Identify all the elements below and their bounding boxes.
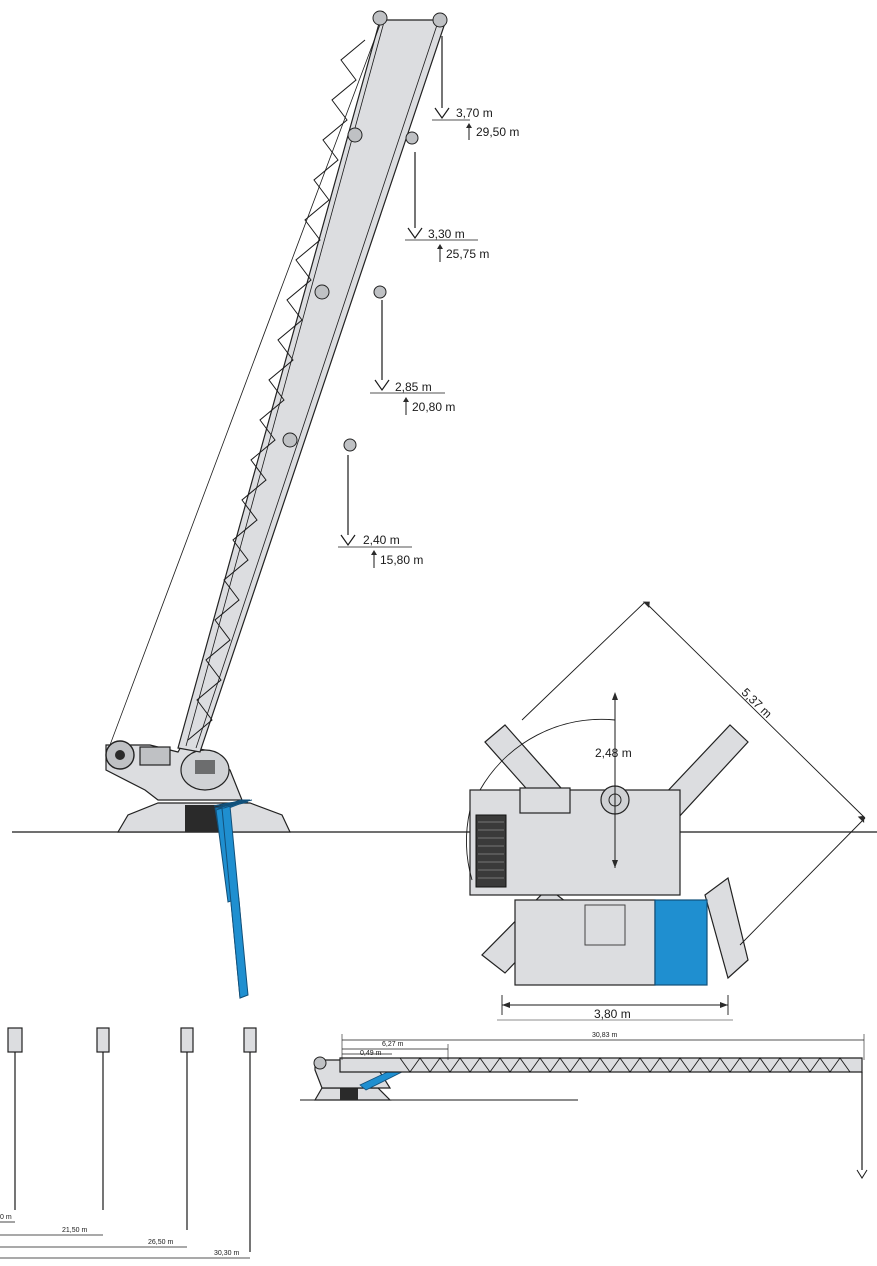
hook-4-height: 15,80 m [380, 553, 423, 567]
small-hook-2 [96, 1027, 110, 1210]
hook-4-radius: 2,40 m [363, 533, 400, 547]
cut-label: 0 m [0, 1214, 12, 1221]
hook-block-3 [370, 300, 445, 394]
section-length: 6,27 m [382, 1041, 404, 1048]
side-view-crane [105, 19, 447, 902]
blue-cylinder-barrel [221, 805, 249, 999]
top-view-radius: 2,48 m [595, 746, 632, 760]
blue-cylinder-real [213, 799, 251, 807]
overall-length: 30,83 m [592, 1032, 617, 1039]
bottom-left-hooks: 0 m 21,50 m 26,50 m 30,30 m [0, 1027, 257, 1259]
hook-block-2 [405, 152, 478, 241]
hook-2-height: 25,75 m [446, 247, 489, 261]
span-26-50: 26,50 m [148, 1239, 173, 1246]
hook-block-4 [338, 455, 412, 548]
small-hook-1 [7, 1027, 23, 1210]
top-view-crane: 2,48 m 5,37 m 3,80 m [466, 601, 866, 1021]
top-view-width: 3,80 m [594, 1007, 631, 1021]
span-21-50: 21,50 m [62, 1227, 87, 1234]
span-30-30: 30,30 m [214, 1250, 239, 1257]
hook-block-1 [432, 36, 470, 121]
diagonal-dim-line [521, 601, 646, 721]
boom-lattice [187, 39, 366, 741]
hook-1-radius: 3,70 m [456, 106, 493, 120]
hook-1-height: 29,50 m [476, 125, 519, 139]
winch-block [475, 814, 507, 888]
small-hook-3 [180, 1027, 194, 1230]
hook-3-height: 20,80 m [412, 400, 455, 414]
counterweight [654, 899, 708, 986]
swing-arc [479, 718, 616, 791]
small-hook-4 [243, 1027, 257, 1252]
hook-2-radius: 3,30 m [428, 227, 465, 241]
horizontal-dims: 6,27 m 0,49 m [342, 1041, 449, 1060]
offset-length: 0,49 m [360, 1050, 382, 1057]
top-view-diagonal: 5,37 m [739, 685, 775, 721]
boom-pulleys [282, 10, 448, 452]
horizontal-boom-view: 30,83 m [300, 1032, 868, 1179]
hook-3-radius: 2,85 m [395, 380, 432, 394]
outrigger-bottom-right [704, 876, 749, 980]
